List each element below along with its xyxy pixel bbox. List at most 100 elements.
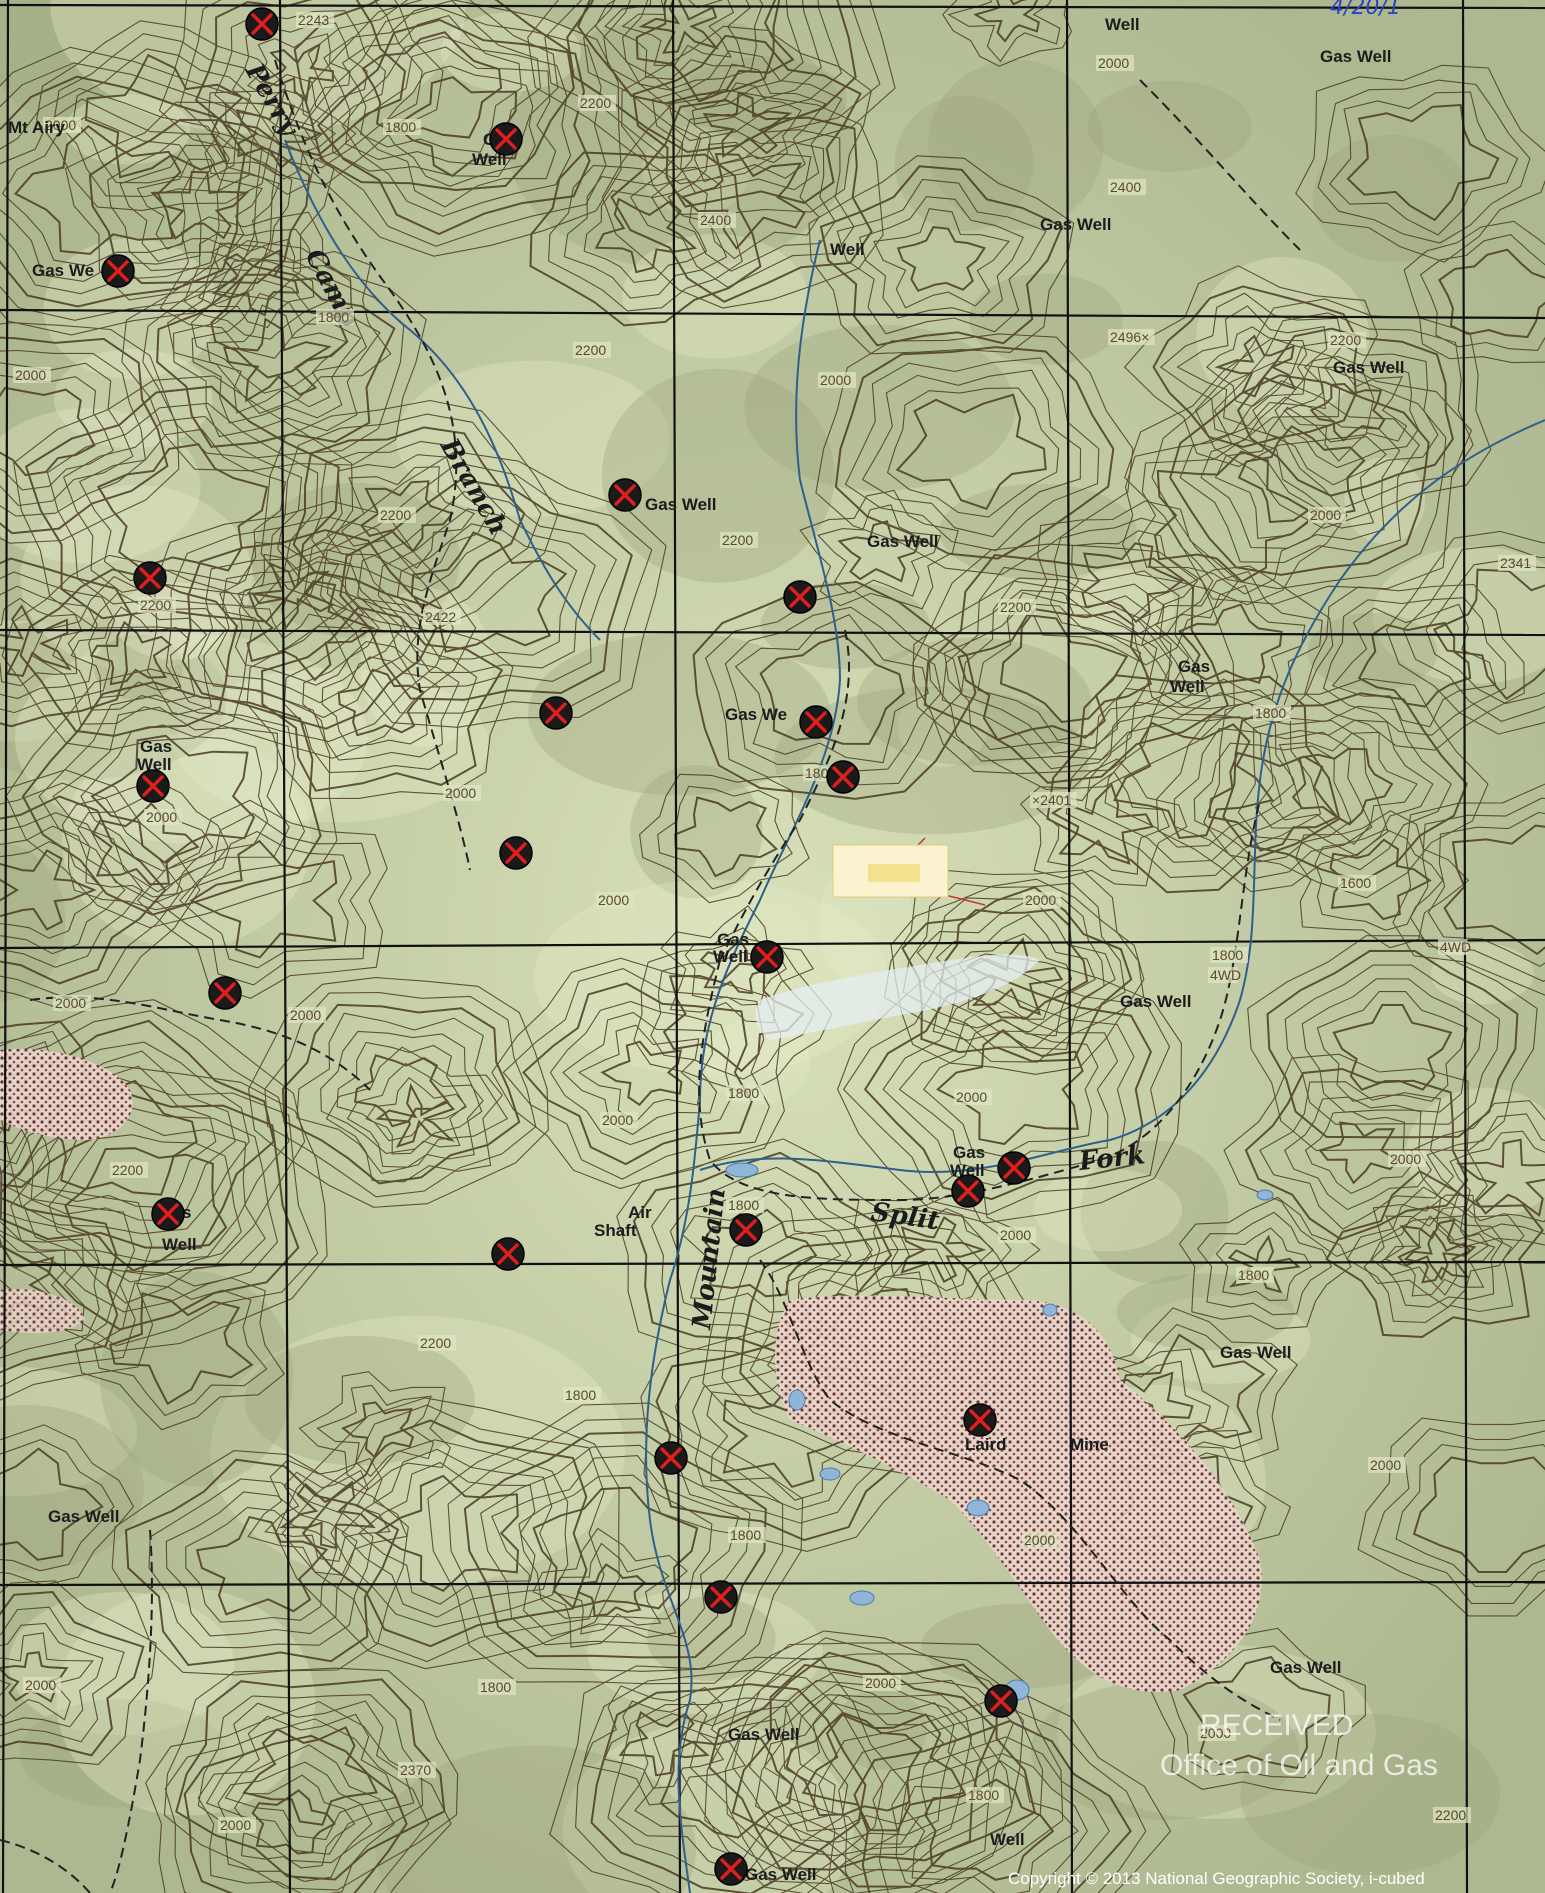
place-label: Gas Well [728, 1725, 800, 1744]
gas-well-marker-icon[interactable] [208, 976, 242, 1010]
gas-well-marker-icon[interactable] [799, 705, 833, 739]
elevation-label: 2370 [400, 1762, 431, 1778]
elevation-label: 1800 [1238, 1267, 1269, 1283]
gas-well-marker-icon[interactable] [491, 1237, 525, 1271]
gas-well-marker-icon[interactable] [499, 836, 533, 870]
elevation-label-bg [296, 12, 334, 28]
place-label: Well [830, 240, 865, 259]
mine-area-laird [775, 1295, 1262, 1692]
elevation-label: 1800 [480, 1679, 511, 1695]
elevation-label: 2000 [1024, 1532, 1055, 1548]
gas-well-marker-icon[interactable] [951, 1174, 985, 1208]
elevation-label-bg [1108, 179, 1146, 195]
elevation-label: 2000 [15, 367, 46, 383]
elevation-label-bg [288, 1007, 326, 1023]
elevation-label-bg [698, 212, 736, 228]
elevation-label: 2000 [25, 1677, 56, 1693]
elevation-label: 2000 [1098, 55, 1129, 71]
gas-well-marker-icon[interactable] [729, 1213, 763, 1247]
gas-well-marker-icon[interactable] [984, 1684, 1018, 1718]
elevation-label: 2000 [1310, 507, 1341, 523]
gas-well-marker-icon[interactable] [750, 940, 784, 974]
place-label: s [182, 1203, 191, 1222]
elevation-label-bg [863, 1675, 901, 1691]
elevation-label-bg [954, 1089, 992, 1105]
gas-well-marker-icon[interactable] [826, 760, 860, 794]
elevation-label-bg [1108, 329, 1155, 345]
elevation-label-bg [53, 995, 91, 1011]
gas-well-marker-icon[interactable] [539, 696, 573, 730]
gas-well-marker-icon[interactable] [963, 1403, 997, 1437]
elevation-label: 2000 [290, 1007, 321, 1023]
gas-well-marker-icon[interactable] [608, 478, 642, 512]
place-label: Gas Well [1120, 992, 1192, 1011]
elevation-label-bg [1236, 1267, 1274, 1283]
elevation-label: 2200 [1000, 599, 1031, 615]
gas-well-marker-icon[interactable] [101, 254, 135, 288]
elevation-label: 2000 [45, 117, 76, 133]
place-label: Well [990, 1830, 1025, 1849]
elevation-label: 1800 [385, 119, 416, 135]
elevation-label-bg [1328, 332, 1366, 348]
elevation-label: 1600 [1340, 875, 1371, 891]
elevation-label: ×2401 [1032, 792, 1072, 808]
gas-well-marker-icon[interactable] [714, 1852, 748, 1886]
elevation-label-bg [1030, 792, 1077, 808]
elevation-label-bg [596, 892, 634, 908]
place-label: Gas Well [1320, 47, 1392, 66]
elevation-label: 2000 [220, 1817, 251, 1833]
place-label: Shaft [594, 1221, 637, 1240]
gas-well-marker-icon[interactable] [136, 769, 170, 803]
gas-well-marker-icon[interactable] [245, 7, 279, 41]
elevation-label: 1800 [1255, 705, 1286, 721]
elevation-label-bg [728, 1527, 766, 1543]
elevation-label-bg [398, 1762, 436, 1778]
gas-well-marker-icon[interactable] [654, 1441, 688, 1475]
received-stamp-line1: RECEIVED [1200, 1709, 1353, 1742]
place-label: Well [1105, 15, 1140, 34]
gas-well-marker-icon[interactable] [704, 1580, 738, 1614]
elevation-label: 2200 [140, 597, 171, 613]
place-label: Gas Well [745, 1865, 817, 1884]
elevation-label: 2000 [1200, 1725, 1231, 1741]
place-label: Well [162, 1235, 197, 1254]
gas-well-marker-icon[interactable] [489, 122, 523, 156]
place-label: Gas [717, 930, 749, 949]
roads [0, 59, 1301, 1893]
elevation-label: 2000 [598, 892, 629, 908]
elevation-label: 2200 [380, 507, 411, 523]
place-label: Gas Well [1040, 215, 1112, 234]
elevation-label-bg [1433, 1807, 1471, 1823]
place-label: Gas Well [1333, 358, 1405, 377]
place-label: Gas [1178, 657, 1210, 676]
elevation-label-bg [578, 95, 616, 111]
place-label: Gas [953, 1143, 985, 1162]
gas-well-marker-icon[interactable] [783, 580, 817, 614]
elevation-label-bg [563, 1387, 601, 1403]
elevation-label-bg [1438, 939, 1468, 955]
elevation-label: 2000 [1000, 1227, 1031, 1243]
gas-well-marker-icon[interactable] [151, 1197, 185, 1231]
elevation-label: 2200 [722, 532, 753, 548]
elevation-label-bg [13, 367, 51, 383]
elevation-label-bg [443, 785, 481, 801]
gas-well-marker-icon[interactable] [997, 1151, 1031, 1185]
elevation-label-bg [1096, 55, 1134, 71]
gas-well-marker-icon[interactable] [133, 561, 167, 595]
elevation-label: 1800 [728, 1197, 759, 1213]
elevation-label: 2341 [1500, 555, 1531, 571]
location-callout[interactable] [832, 837, 986, 906]
elevation-label: 2200 [420, 1335, 451, 1351]
elevation-label-bg [478, 1679, 516, 1695]
elevation-label: 2400 [1110, 179, 1141, 195]
elevation-label: 2200 [1435, 1807, 1466, 1823]
elevation-label: 4WD [1440, 939, 1471, 955]
elevation-label-bg [720, 532, 758, 548]
place-label: Well [950, 1161, 985, 1180]
elevation-label-bg [726, 1197, 764, 1213]
elevation-label: 2200 [112, 1162, 143, 1178]
elevation-label: 2496× [1110, 329, 1149, 345]
